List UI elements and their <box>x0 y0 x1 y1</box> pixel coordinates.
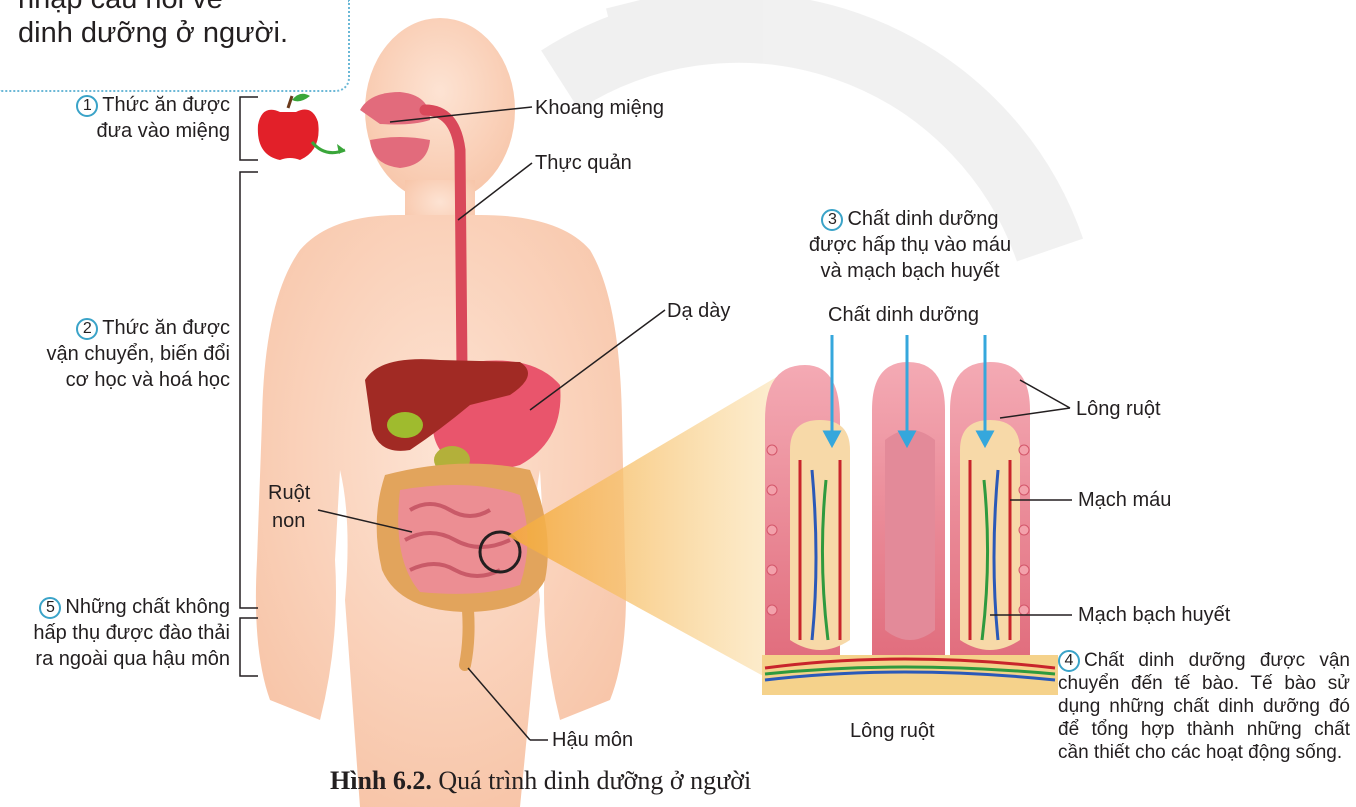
step-1-line2: đưa vào miệng <box>40 118 230 144</box>
step-1-number: 1 <box>76 95 98 117</box>
intro-line2: dinh dưỡng ở người. <box>18 16 288 50</box>
villi-illustration <box>762 362 1058 695</box>
figure-caption: Hình 6.2. Quá trình dinh dưỡng ở người <box>330 766 751 796</box>
step-2-line1: Thức ăn được <box>102 317 230 339</box>
step-2-line2: vận chuyển, biến đổi <box>10 341 230 367</box>
label-small-intestine-1: Ruột <box>268 480 310 506</box>
label-villi-right: Lông ruột <box>1076 396 1161 422</box>
step-2-line3: cơ học và hoá học <box>10 367 230 393</box>
caption-text: Quá trình dinh dưỡng ở người <box>438 766 751 795</box>
apple <box>258 94 345 160</box>
step-4-text: Chất dinh dưỡng được vận chuyển đến tế b… <box>1058 650 1350 763</box>
step-1-line1: Thức ăn được <box>102 94 230 116</box>
label-small-intestine-2: non <box>272 508 305 534</box>
intro-box: nhập câu hỏi về dinh dưỡng ở người. <box>0 0 350 92</box>
step-2-number: 2 <box>76 318 98 340</box>
step-4-number: 4 <box>1058 650 1080 672</box>
label-mouth: Khoang miệng <box>535 95 664 121</box>
step-5-line1: Những chất không <box>65 596 230 618</box>
label-nutrients: Chất dinh dưỡng <box>828 302 979 328</box>
step-5-line3: ra ngoài qua hậu môn <box>2 646 230 672</box>
step-5-line2: hấp thụ được đào thải <box>2 620 230 646</box>
label-anus: Hậu môn <box>552 727 633 753</box>
caption-number: Hình 6.2. <box>330 766 432 795</box>
intro-line1: nhập câu hỏi về <box>18 0 223 16</box>
label-stomach: Dạ dày <box>667 298 730 324</box>
step-3-number: 3 <box>821 209 843 231</box>
step-5-number: 5 <box>39 597 61 619</box>
step-3-line3: và mạch bạch huyết <box>790 258 1030 284</box>
step-brackets <box>240 97 258 676</box>
step-3-line1: Chất dinh dưỡng <box>847 208 998 230</box>
label-blood-vessel: Mạch máu <box>1078 487 1171 513</box>
step-3-line2: được hấp thụ vào máu <box>790 232 1030 258</box>
label-villi-bottom: Lông ruột <box>850 718 935 744</box>
label-esophagus: Thực quản <box>535 150 632 176</box>
label-lymph-vessel: Mạch bạch huyết <box>1078 602 1230 628</box>
